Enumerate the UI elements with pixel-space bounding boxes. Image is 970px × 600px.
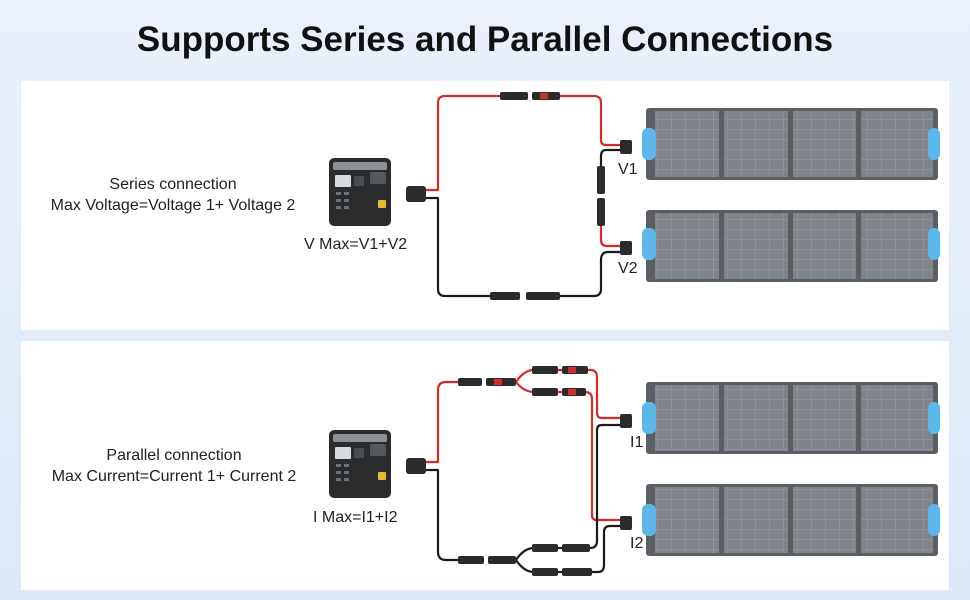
mc4-connector [500,92,528,100]
mc4-connector [526,292,560,300]
parallel-max-label: I Max=I1+I2 [313,509,398,526]
mc4-connector [597,198,605,226]
series-caption: Series connection Max Voltage=Voltage 1+… [28,174,318,216]
mc4-red-band [568,389,576,395]
mc4-connector [597,166,605,194]
parallel-positive-branch-2 [514,380,622,522]
label-v1: V1 [618,161,638,178]
mc4-connector [490,292,520,300]
solar-panel-i2 [642,484,940,556]
page-title: Supports Series and Parallel Connections [136,20,834,59]
parallel-negative-branch-2 [514,524,622,574]
panel-junction-box [620,140,632,154]
panel-junction-box [620,241,632,255]
parallel-caption: Parallel connection Max Current=Current … [24,445,324,487]
mc4-red-band [494,379,502,385]
mc4-connector [488,556,516,564]
panel-junction-box [620,516,632,530]
mc4-connector [562,568,592,576]
mc4-red-band [568,367,576,373]
solar-panel-i1 [642,382,940,454]
mc4-connector [562,544,590,552]
series-link-negative-v1 [599,148,622,170]
solar-panel-v1 [642,108,940,180]
mc4-connector [532,388,558,396]
series-negative-wire-to-v2 [558,250,622,298]
mc4-red-band [540,93,548,99]
series-negative-wire-bottom [422,196,492,298]
series-diagram [329,92,940,300]
parallel-caption-title: Parallel connection [106,447,242,464]
parallel-negative-branch-1 [514,423,622,562]
series-max-label: V Max=V1+V2 [304,236,408,253]
parallel-positive-branch-1 [514,368,622,420]
label-i1: I1 [630,434,644,451]
parallel-negative-wire [422,468,462,562]
series-power-station-icon [329,158,391,226]
parallel-power-station-icon [329,430,391,498]
parallel-caption-formula: Max Current=Current 1+ Current 2 [51,468,297,485]
mc4-connector [458,378,482,386]
panel-junction-box [620,414,632,428]
solar-panel-v2 [642,210,940,282]
series-caption-formula: Max Voltage=Voltage 1+ Voltage 2 [50,197,296,214]
mc4-connector [532,568,558,576]
series-caption-title: Series connection [109,176,237,193]
y-splitter-plug [406,186,426,202]
y-splitter-plug [406,458,426,474]
parallel-positive-wire [422,380,462,464]
parallel-diagram [329,366,940,576]
mc4-connector [532,366,558,374]
label-i2: I2 [630,535,644,552]
mc4-connector [458,556,484,564]
series-link-positive-v2 [599,223,622,248]
label-v2: V2 [618,260,638,277]
series-positive-wire-top [422,94,502,192]
series-positive-wire-to-v1 [558,94,622,147]
mc4-connector [532,544,558,552]
